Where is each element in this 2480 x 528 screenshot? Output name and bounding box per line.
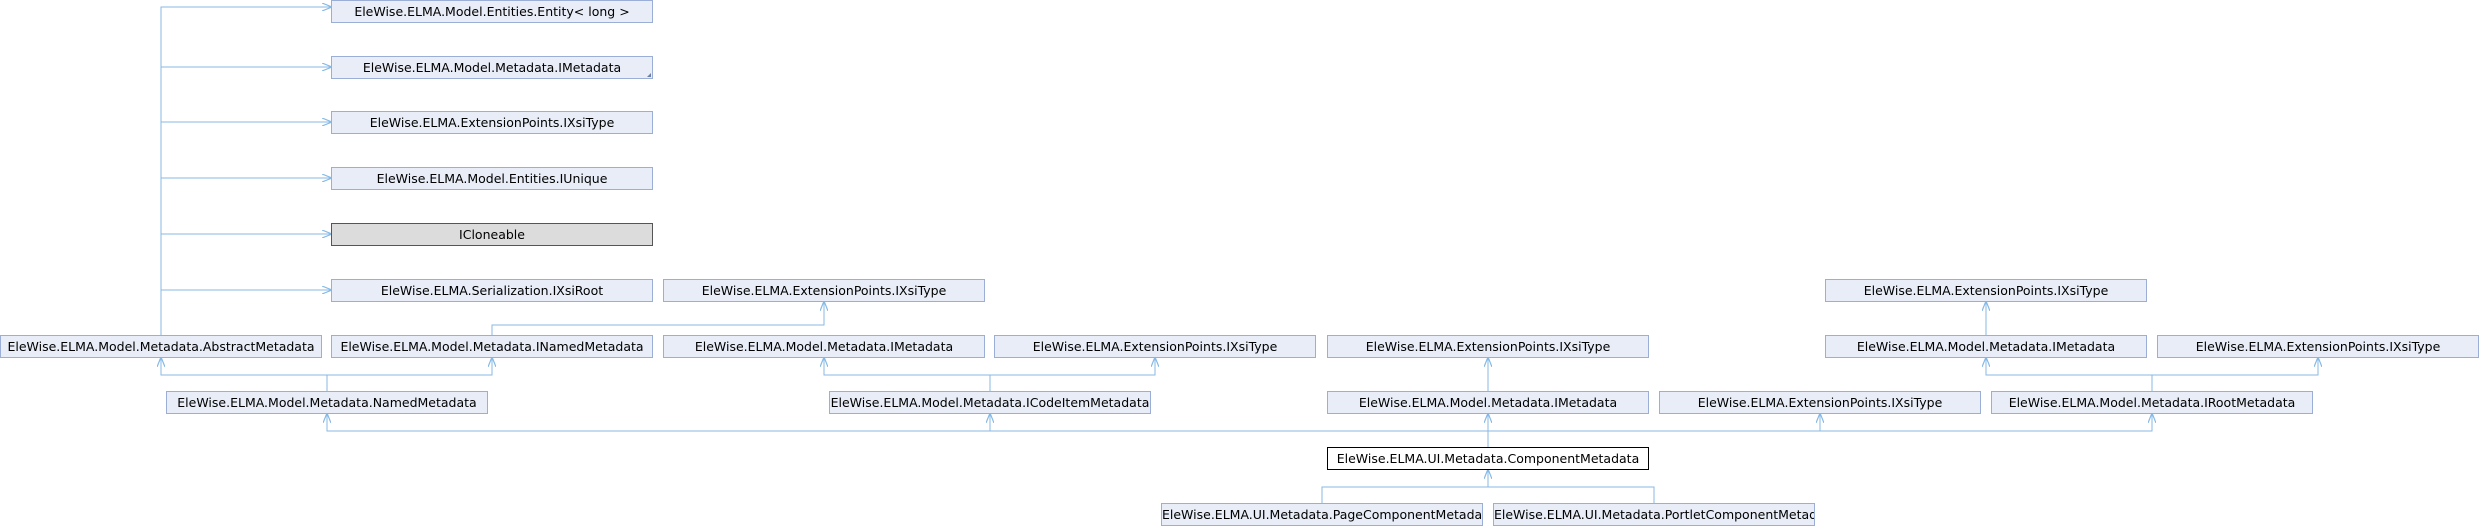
edge-inamed-to-ixsitype — [491, 302, 824, 335]
node-imetadata[interactable]: EleWise.ELMA.Model.Metadata.IMetadata — [1825, 335, 2147, 358]
edge-named-to-inamed — [327, 358, 492, 376]
node-label: EleWise.ELMA.Model.Metadata.ICodeItemMet… — [830, 395, 1150, 410]
node-label: EleWise.ELMA.Model.Entities.Entity< long… — [354, 4, 630, 19]
node-label: EleWise.ELMA.UI.Metadata.PortletComponen… — [1494, 507, 1815, 522]
node-ixsitype[interactable]: EleWise.ELMA.ExtensionPoints.IXsiType — [994, 335, 1316, 358]
edge-page-to-component — [1321, 470, 1488, 503]
node-ixsitype[interactable]: EleWise.ELMA.ExtensionPoints.IXsiType — [2157, 335, 2479, 358]
node-imetadata[interactable]: EleWise.ELMA.Model.Metadata.IMetadata — [1327, 391, 1649, 414]
node-label: EleWise.ELMA.ExtensionPoints.IXsiType — [1697, 395, 1943, 410]
node-iroot-metadata[interactable]: EleWise.ELMA.Model.Metadata.IRootMetadat… — [1991, 391, 2313, 414]
node-ixsiroot[interactable]: EleWise.ELMA.Serialization.IXsiRoot — [331, 279, 653, 302]
node-named-metadata[interactable]: EleWise.ELMA.Model.Metadata.NamedMetadat… — [166, 391, 488, 414]
node-imetadata[interactable]: EleWise.ELMA.Model.Metadata.IMetadata — [331, 56, 653, 79]
edge-root-to-imetadata — [1986, 358, 2153, 391]
node-label: EleWise.ELMA.Model.Metadata.IMetadata — [1856, 339, 2116, 354]
node-icloneable[interactable]: ICloneable — [331, 223, 653, 246]
edge-abstract-to-entity — [160, 7, 331, 335]
node-label: ICloneable — [459, 227, 525, 242]
node-label: EleWise.ELMA.Model.Metadata.AbstractMeta… — [7, 339, 315, 354]
edge-component-to-named — [327, 414, 1489, 447]
node-label: EleWise.ELMA.ExtensionPoints.IXsiType — [369, 115, 615, 130]
node-label: EleWise.ELMA.ExtensionPoints.IXsiType — [701, 283, 947, 298]
edge-component-to-ixsitype — [1488, 414, 1820, 432]
node-iunique[interactable]: EleWise.ELMA.Model.Entities.IUnique — [331, 167, 653, 190]
node-ixsitype[interactable]: EleWise.ELMA.ExtensionPoints.IXsiType — [331, 111, 653, 134]
fold-corner-icon — [647, 73, 651, 77]
node-icodeitem-metadata[interactable]: EleWise.ELMA.Model.Metadata.ICodeItemMet… — [829, 391, 1151, 414]
node-component-metadata[interactable]: EleWise.ELMA.UI.Metadata.ComponentMetada… — [1327, 447, 1649, 470]
node-ixsitype[interactable]: EleWise.ELMA.ExtensionPoints.IXsiType — [1659, 391, 1981, 414]
node-ixsitype[interactable]: EleWise.ELMA.ExtensionPoints.IXsiType — [1327, 335, 1649, 358]
node-label: EleWise.ELMA.Model.Metadata.IMetadata — [694, 339, 954, 354]
edge-codeitem-to-imetadata — [824, 358, 991, 391]
node-label: EleWise.ELMA.UI.Metadata.ComponentMetada… — [1336, 451, 1640, 466]
node-ixsitype[interactable]: EleWise.ELMA.ExtensionPoints.IXsiType — [1825, 279, 2147, 302]
node-label: EleWise.ELMA.Serialization.IXsiRoot — [380, 283, 604, 298]
node-label: EleWise.ELMA.Model.Metadata.IRootMetadat… — [2008, 395, 2296, 410]
edge-component-to-root — [1820, 414, 2152, 432]
node-label: EleWise.ELMA.ExtensionPoints.IXsiType — [1365, 339, 1611, 354]
edge-root-to-ixsitype — [2152, 358, 2318, 376]
node-page-component-metadata[interactable]: EleWise.ELMA.UI.Metadata.PageComponentMe… — [1161, 503, 1483, 526]
node-label: EleWise.ELMA.Model.Entities.IUnique — [376, 171, 608, 186]
edge-named-to-abstract — [161, 358, 328, 391]
edge-portlet-to-component — [1488, 486, 1655, 503]
node-label: EleWise.ELMA.Model.Metadata.INamedMetada… — [340, 339, 644, 354]
node-label: EleWise.ELMA.Model.Metadata.NamedMetadat… — [177, 395, 477, 410]
node-abstract-metadata[interactable]: EleWise.ELMA.Model.Metadata.AbstractMeta… — [0, 335, 322, 358]
node-entity-long[interactable]: EleWise.ELMA.Model.Entities.Entity< long… — [331, 0, 653, 23]
node-portlet-component-metadata[interactable]: EleWise.ELMA.UI.Metadata.PortletComponen… — [1493, 503, 1815, 526]
node-inamed-metadata[interactable]: EleWise.ELMA.Model.Metadata.INamedMetada… — [331, 335, 653, 358]
node-label: EleWise.ELMA.ExtensionPoints.IXsiType — [1863, 283, 2109, 298]
node-label: EleWise.ELMA.Model.Metadata.IMetadata — [362, 60, 622, 75]
node-label: EleWise.ELMA.Model.Metadata.IMetadata — [1358, 395, 1618, 410]
node-label: EleWise.ELMA.ExtensionPoints.IXsiType — [2195, 339, 2441, 354]
node-label: EleWise.ELMA.ExtensionPoints.IXsiType — [1032, 339, 1278, 354]
edge-codeitem-to-ixsitype — [990, 358, 1155, 376]
node-ixsitype[interactable]: EleWise.ELMA.ExtensionPoints.IXsiType — [663, 279, 985, 302]
node-imetadata[interactable]: EleWise.ELMA.Model.Metadata.IMetadata — [663, 335, 985, 358]
node-label: EleWise.ELMA.UI.Metadata.PageComponentMe… — [1162, 507, 1483, 522]
